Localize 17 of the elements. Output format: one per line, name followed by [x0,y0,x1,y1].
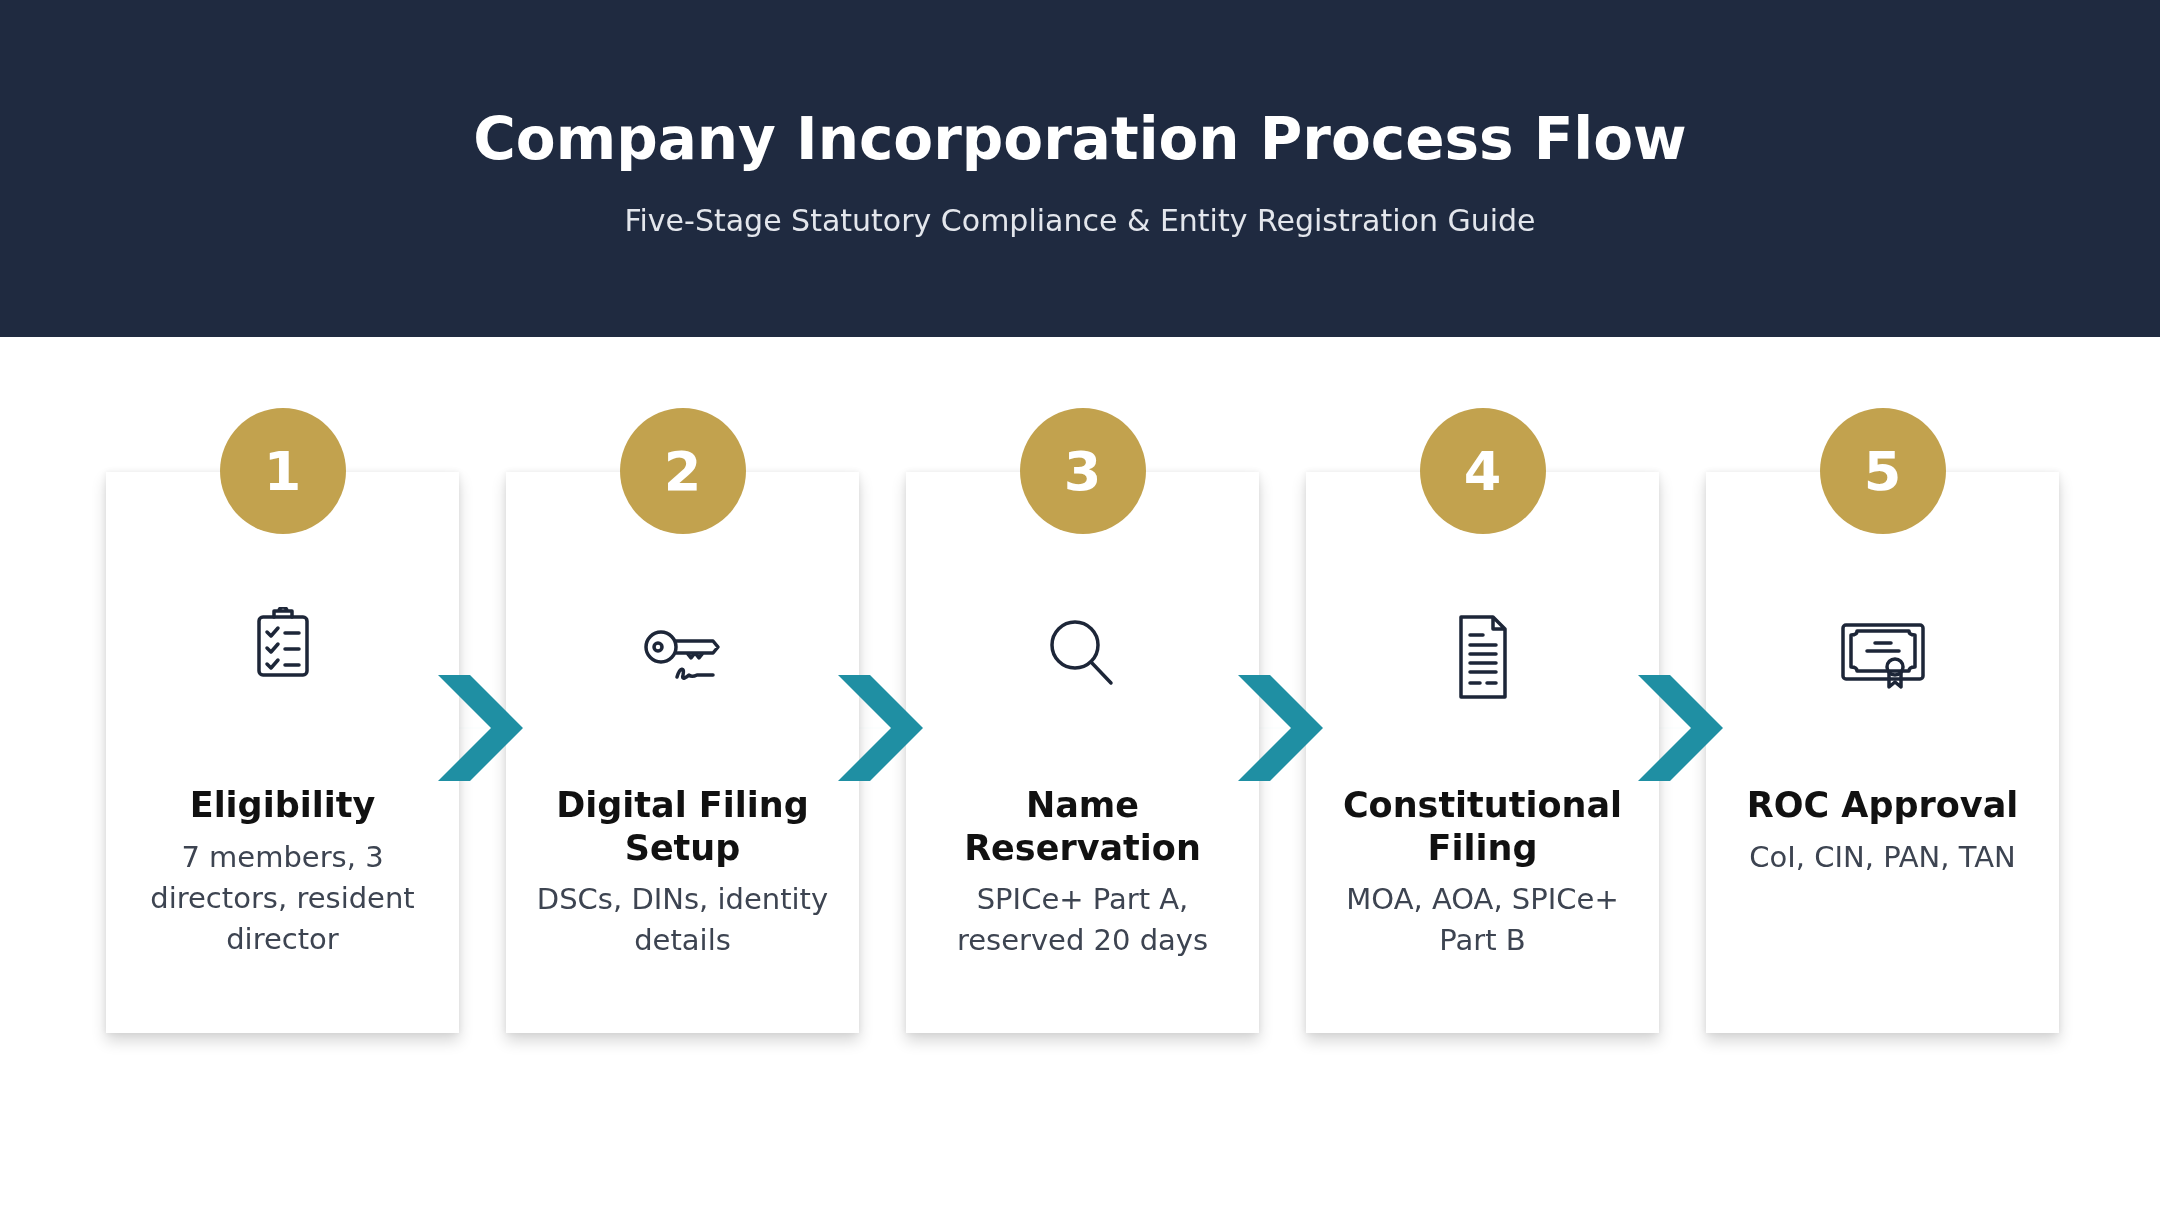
stage-title: Constitutional Filing [1341,784,1624,870]
subtitle: Five-Stage Statutory Compliance & Entity Registration Guide [623,203,1537,239]
step-number-circle: 5 [1819,408,1946,534]
stage-details: 7 members, 3 directors, resident director [149,839,416,959]
step-number-circle: 2 [619,408,746,534]
stage-details: CoI, CIN, PAN, TAN [1748,839,2017,876]
stage-title: Name Reservation [963,784,1202,870]
step-number-circle: 3 [1019,408,1146,534]
stage-title: ROC Approval [1745,784,2020,827]
stage-title: Eligibility [188,784,377,827]
stage-details: SPICe+ Part A, reserved 20 days [955,881,1210,960]
step-number-circle: 1 [219,408,346,534]
step-number-circle: 4 [1419,408,1546,534]
stage-title: Digital Filing Setup [555,784,810,870]
stage-details: DSCs, DINs, identity details [535,881,830,960]
stage-details: MOA, AOA, SPICe+ Part B [1345,881,1620,960]
title: Company Incorporation Process Flow [472,108,1688,172]
